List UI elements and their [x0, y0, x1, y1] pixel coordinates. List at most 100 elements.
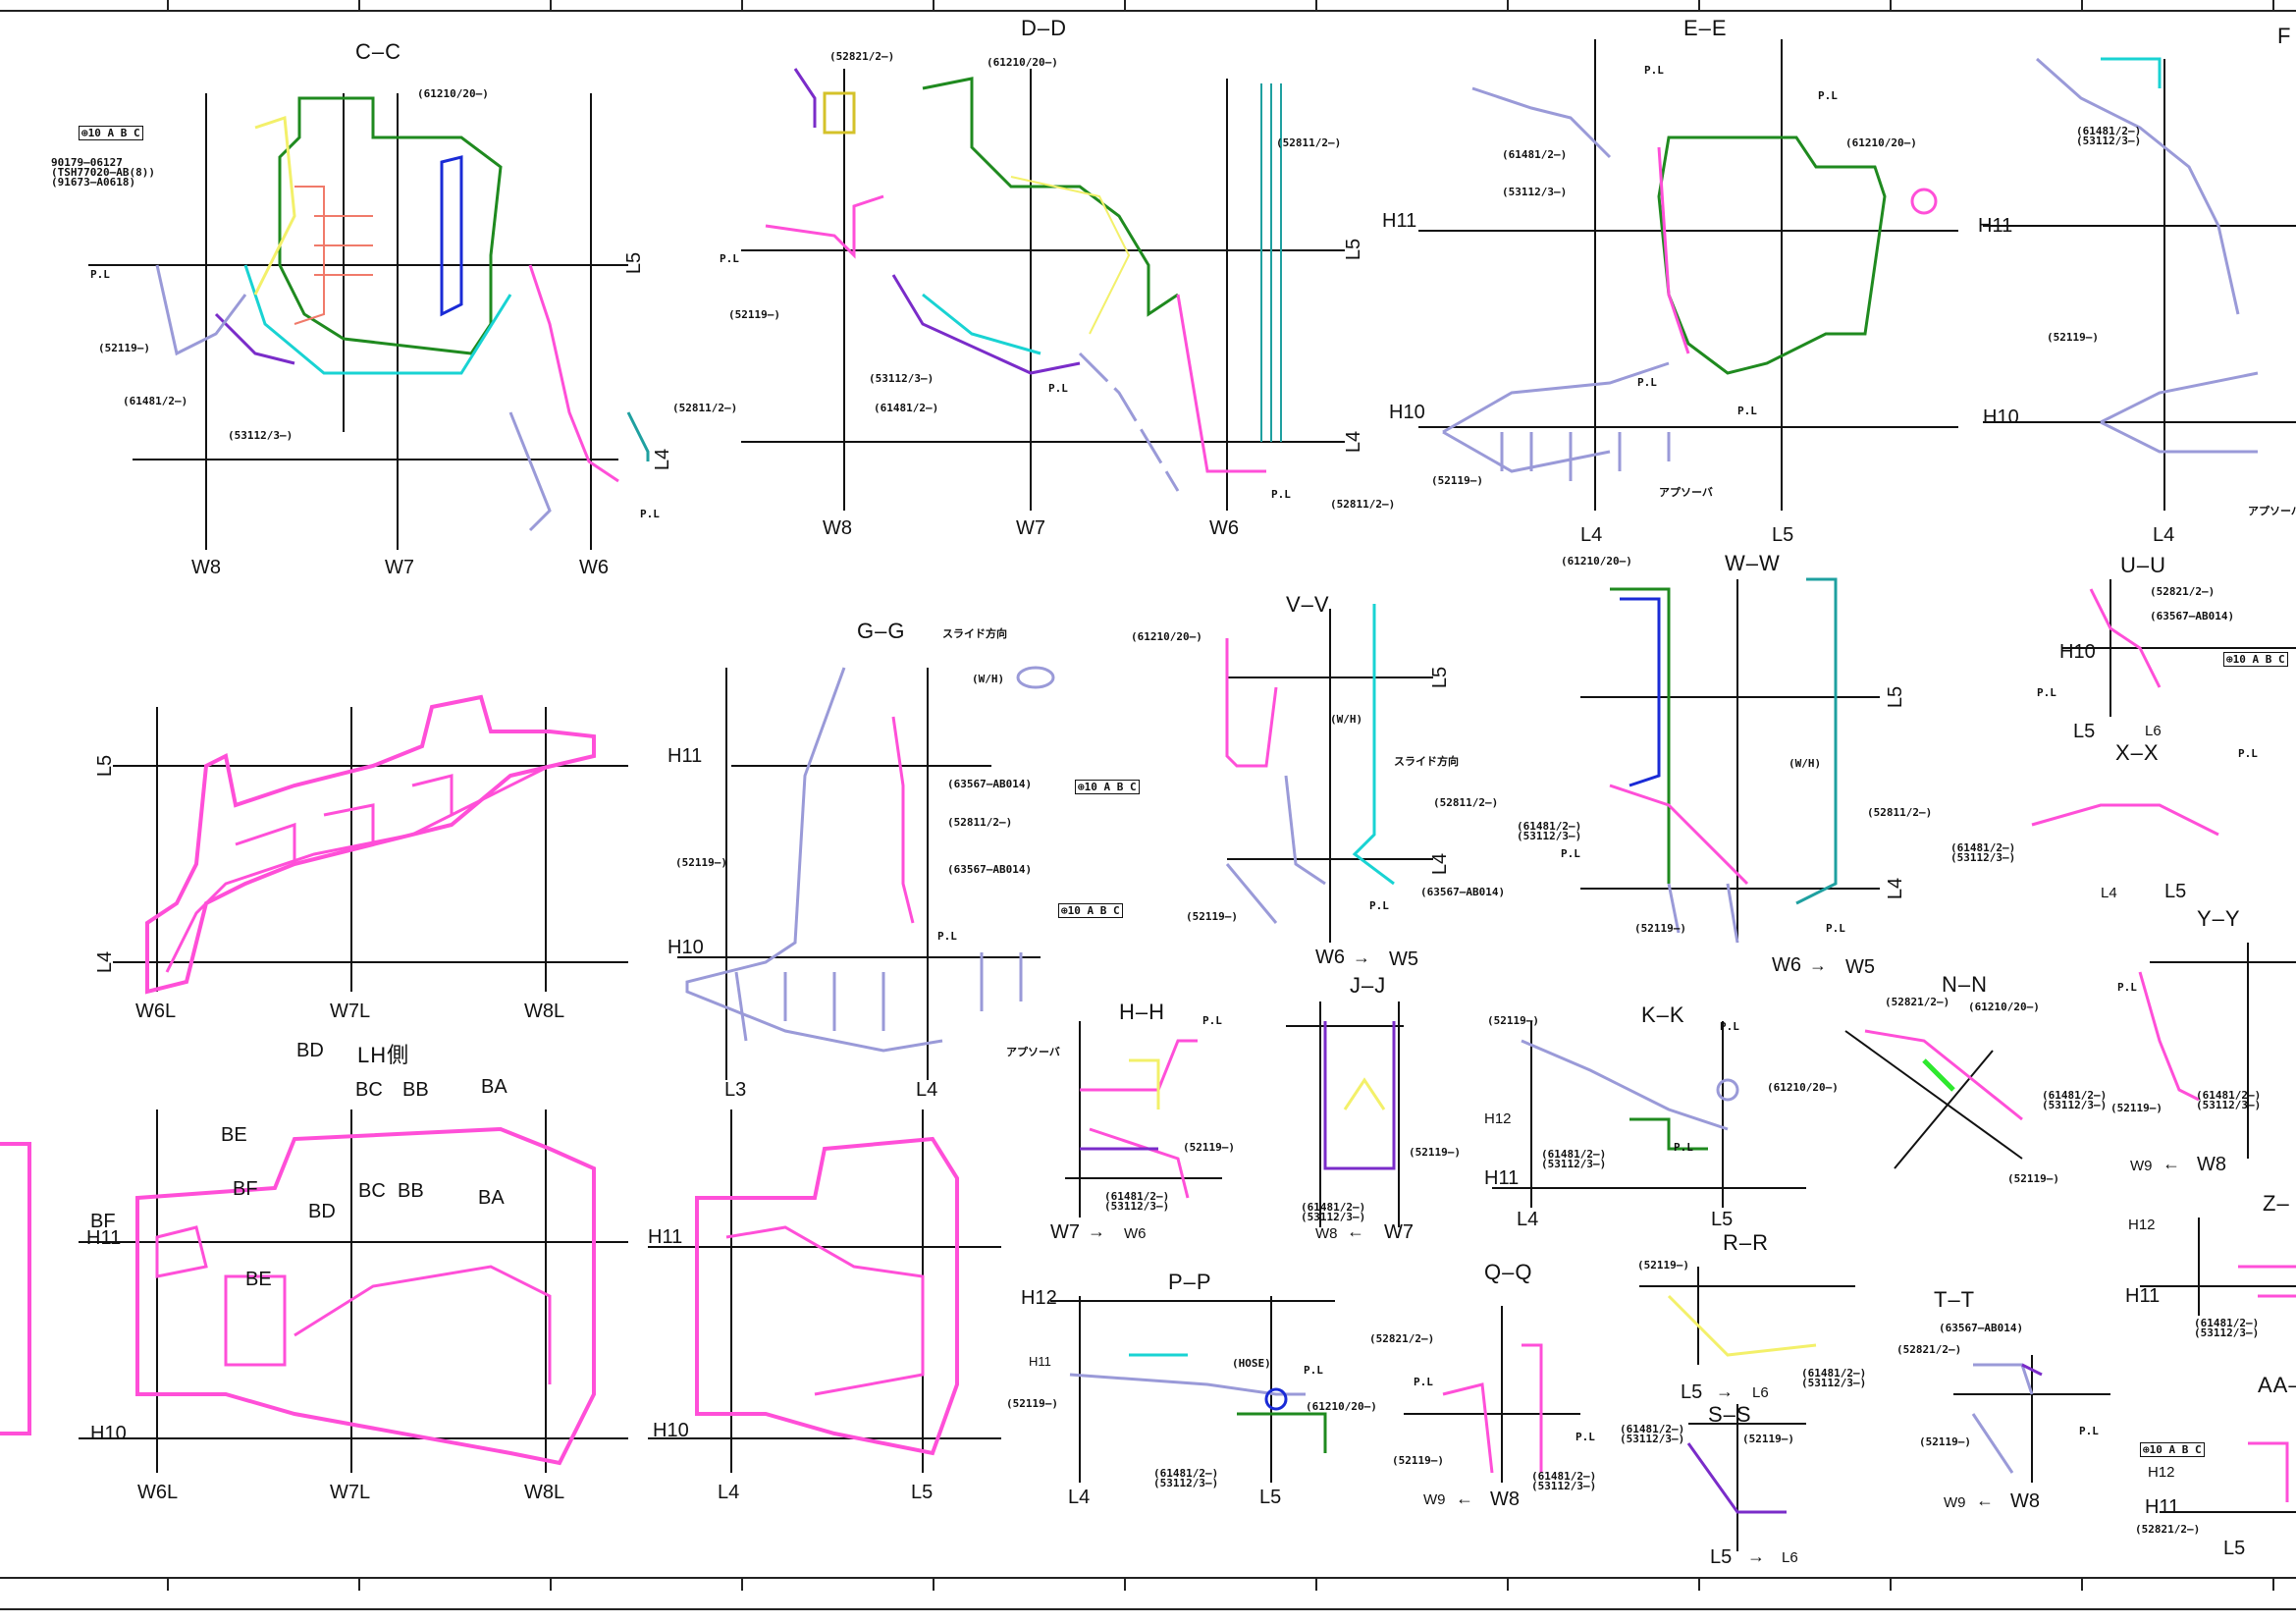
note-gg-wh: (W/H): [972, 673, 1005, 685]
note-tt-pl: P.L: [2079, 1425, 2099, 1437]
frame-tick-bottom: [1698, 1577, 1700, 1591]
frame-tick-top: [1890, 0, 1892, 10]
note-gg-52811: (52811/2–): [947, 816, 1013, 829]
section-hh-view: [1065, 1021, 1222, 1218]
axis-h10-ee: H10: [1389, 402, 1425, 423]
axis-h11-pp: H11: [1029, 1354, 1051, 1369]
section-title-qq: Q–Q: [1484, 1260, 1533, 1284]
frame-tick-bottom: [358, 1577, 360, 1591]
section-vv-view: [1225, 604, 1433, 943]
note-gg-gdt2: ⊕10 A B C: [1058, 903, 1123, 918]
section-nn-view: [1844, 1029, 2023, 1169]
note-hh-pl: P.L: [1202, 1014, 1222, 1027]
arrow-vv: →: [1353, 947, 1370, 967]
axis-w7-jj: W7: [1384, 1221, 1414, 1243]
axis-l4-frame: L4: [94, 950, 117, 974]
frame-tick-top: [1124, 0, 1126, 10]
note-hh-52119: (52119–): [1183, 1141, 1235, 1154]
section-title-jj: J–J: [1350, 973, 1387, 998]
axis-l5-ee: L5: [1772, 524, 1794, 546]
note-ee-61210: (61210/20–): [1845, 136, 1917, 149]
note-dd-61481: (61481/2–): [874, 402, 939, 414]
note-tt-52821: (52821/2–): [1896, 1343, 1962, 1356]
frame-tick-top: [2081, 0, 2083, 10]
arrow-rr: →: [1716, 1381, 1734, 1401]
note-gg-slide: スライド方向: [942, 627, 1007, 640]
note-rr-61481: (61481/2–): [1801, 1367, 1867, 1380]
axis-bb-top: BB: [402, 1079, 429, 1101]
section-ss-view: [1686, 1404, 1806, 1551]
note-ww-53112: (53112/3–): [1517, 830, 1582, 842]
note-aa-52821: (52821/2–): [2135, 1523, 2201, 1536]
section-rr-view: [1639, 1267, 1855, 1365]
note-cc-part3: (91673–A0618): [51, 176, 136, 189]
axis-w9-yy: W9: [2130, 1158, 2153, 1174]
axis-w6l-frame: W6L: [135, 1001, 177, 1022]
axis-w8-tt: W8: [2010, 1490, 2040, 1512]
section-ee-view: [1418, 39, 1958, 511]
note-qq-pl: P.L: [1414, 1376, 1433, 1388]
axis-l4-mid: L4: [718, 1482, 740, 1503]
axis-w6-dd: W6: [1209, 517, 1239, 539]
axis-bd-mid: BD: [308, 1201, 336, 1222]
section-cc-view: [88, 93, 650, 550]
note-nn-61210: (61210/20–): [1968, 1001, 2040, 1013]
note-dd-61210: (61210/20–): [987, 56, 1058, 69]
axis-w7l-frame: W7L: [330, 1001, 371, 1022]
axis-l5-xx: L5: [2164, 881, 2187, 902]
axis-h12-pp: H12: [1021, 1287, 1057, 1309]
note-qq-52821: (52821/2–): [1369, 1332, 1435, 1345]
axis-w6-cc: W6: [579, 557, 609, 578]
axis-l4-dd: L4: [1343, 430, 1365, 454]
arrow-tt: ←: [1976, 1490, 1994, 1510]
note-ff-61481: (61481/2–): [2076, 125, 2142, 137]
frame-tick-bottom: [550, 1577, 552, 1591]
note-kk-61210: (61210/20–): [1767, 1081, 1839, 1094]
title-frame-bottom: [0, 1577, 2296, 1610]
frame-view-upper: [113, 694, 628, 995]
section-title-nn: N–N: [1942, 972, 1989, 997]
section-jj-view: [1286, 1001, 1404, 1227]
note-ee-pl2: P.L: [1818, 89, 1838, 102]
frame-tick-top: [1315, 0, 1317, 10]
note-zz-53112: (53112/3–): [2194, 1326, 2260, 1339]
section-title-ee: E–E: [1683, 16, 1728, 40]
note-dd-pl: P.L: [720, 252, 739, 265]
note-ee-apron: アプソーバ: [1659, 486, 1713, 499]
note-vv-52119: (52119–): [1186, 910, 1238, 923]
note-vv-61210: (61210/20–): [1131, 630, 1202, 643]
note-ss-53112: (53112/3–): [1620, 1433, 1685, 1445]
note-cc-61481: (61481/2–): [123, 395, 188, 407]
axis-be-mid: BE: [245, 1269, 272, 1290]
frame-tick-top: [1698, 0, 1700, 10]
frame-tick-top: [741, 0, 743, 10]
note-qq-53112: (53112/3–): [1531, 1480, 1597, 1492]
arrow-ww: →: [1809, 955, 1827, 975]
axis-w8l-frame: W8L: [524, 1001, 565, 1022]
frame-view-lh: [0, 1110, 628, 1473]
section-title-xx: X–X: [2115, 740, 2160, 765]
note-kk-53112: (53112/3–): [1541, 1158, 1607, 1170]
note-tt-63567: (63567–AB014): [1939, 1322, 2024, 1334]
note-jj-53112: (53112/3–): [1301, 1211, 1366, 1223]
note-vv-63567: (63567–AB014): [1420, 886, 1506, 898]
axis-l4-vv: L4: [1429, 852, 1452, 876]
note-yy-53112: (53112/3–): [2196, 1099, 2262, 1111]
arrow-qq: ←: [1456, 1489, 1473, 1508]
note-cc-pl2: P.L: [640, 508, 660, 520]
note-uu-52821: (52821/2–): [2150, 585, 2216, 598]
note-ee-pl4: P.L: [1737, 405, 1757, 417]
section-title-gg: G–G: [857, 619, 906, 643]
axis-ba-mid: BA: [478, 1187, 505, 1209]
note-ww-61481: (61481/2–): [1517, 820, 1582, 833]
note-pp-53112: (53112/3–): [1153, 1477, 1219, 1489]
note-pp-61481: (61481/2–): [1153, 1467, 1219, 1480]
frame-tick-bottom: [1124, 1577, 1126, 1591]
note-cc-part1: 90179–06127: [51, 156, 123, 169]
note-qq-52119: (52119–): [1392, 1454, 1444, 1467]
note-dd-52811b: (52811/2–): [1330, 498, 1396, 511]
section-title-cc: C–C: [355, 39, 402, 64]
note-vv-slide: スライド方向: [1394, 755, 1459, 768]
axis-bf-left: BF: [90, 1211, 116, 1232]
